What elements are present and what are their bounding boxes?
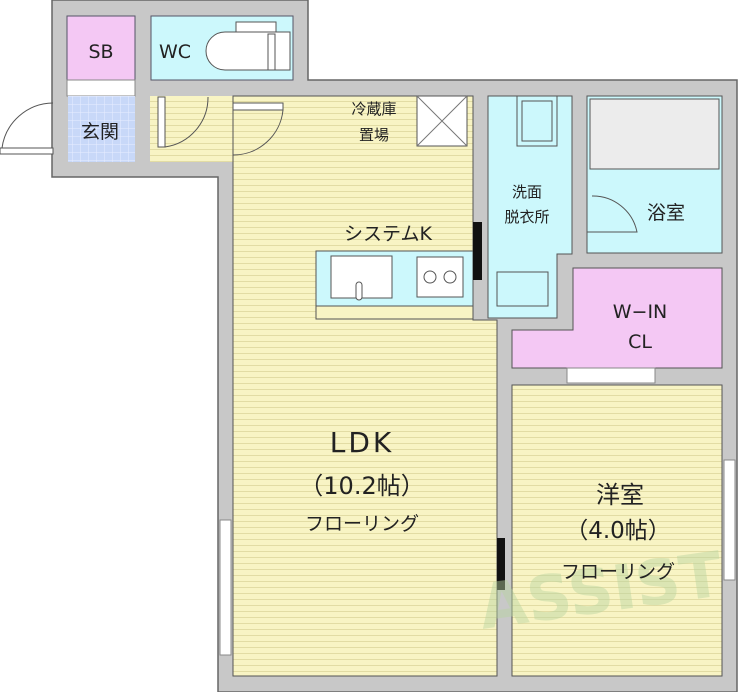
toilet-icon [205, 21, 291, 71]
wc-label: WC [159, 41, 191, 63]
sb-label: SB [88, 41, 113, 63]
ldk-floor [232, 95, 498, 677]
washroom-label-2: 脱衣所 [504, 208, 549, 226]
wc-door[interactable] [157, 96, 209, 148]
entrance-door[interactable] [0, 102, 54, 155]
fridge-label-2: 置場 [359, 126, 389, 144]
western-floor-type: フローリング [561, 561, 675, 583]
entrance-floor [68, 96, 135, 162]
ldk-size: （10.2帖） [299, 472, 424, 500]
sb-room [66, 15, 136, 81]
western-room-floor [511, 384, 723, 677]
kitchen-label: システムK [344, 223, 432, 245]
ldk-door[interactable] [232, 102, 284, 156]
ldk-label: LDK [330, 426, 395, 459]
western-size: （4.0帖） [565, 518, 671, 544]
western-label: 洋室 [596, 481, 644, 509]
bathtub-icon [589, 98, 720, 170]
washroom-label-1: 洗面 [512, 183, 542, 201]
fridge-label-1: 冷蔵庫 [351, 100, 396, 118]
entrance-label: 玄関 [81, 121, 119, 143]
ldk-floor-type: フローリング [305, 513, 419, 535]
closet-label-2: CL [628, 331, 652, 353]
closet-label-1: W−IN [613, 301, 668, 323]
washer-icon [516, 95, 558, 147]
stove-icon [416, 256, 464, 298]
bath-label: 浴室 [647, 202, 685, 224]
washroom-floor [487, 95, 573, 319]
closet-floor [511, 267, 723, 369]
vanity-icon [496, 271, 549, 307]
